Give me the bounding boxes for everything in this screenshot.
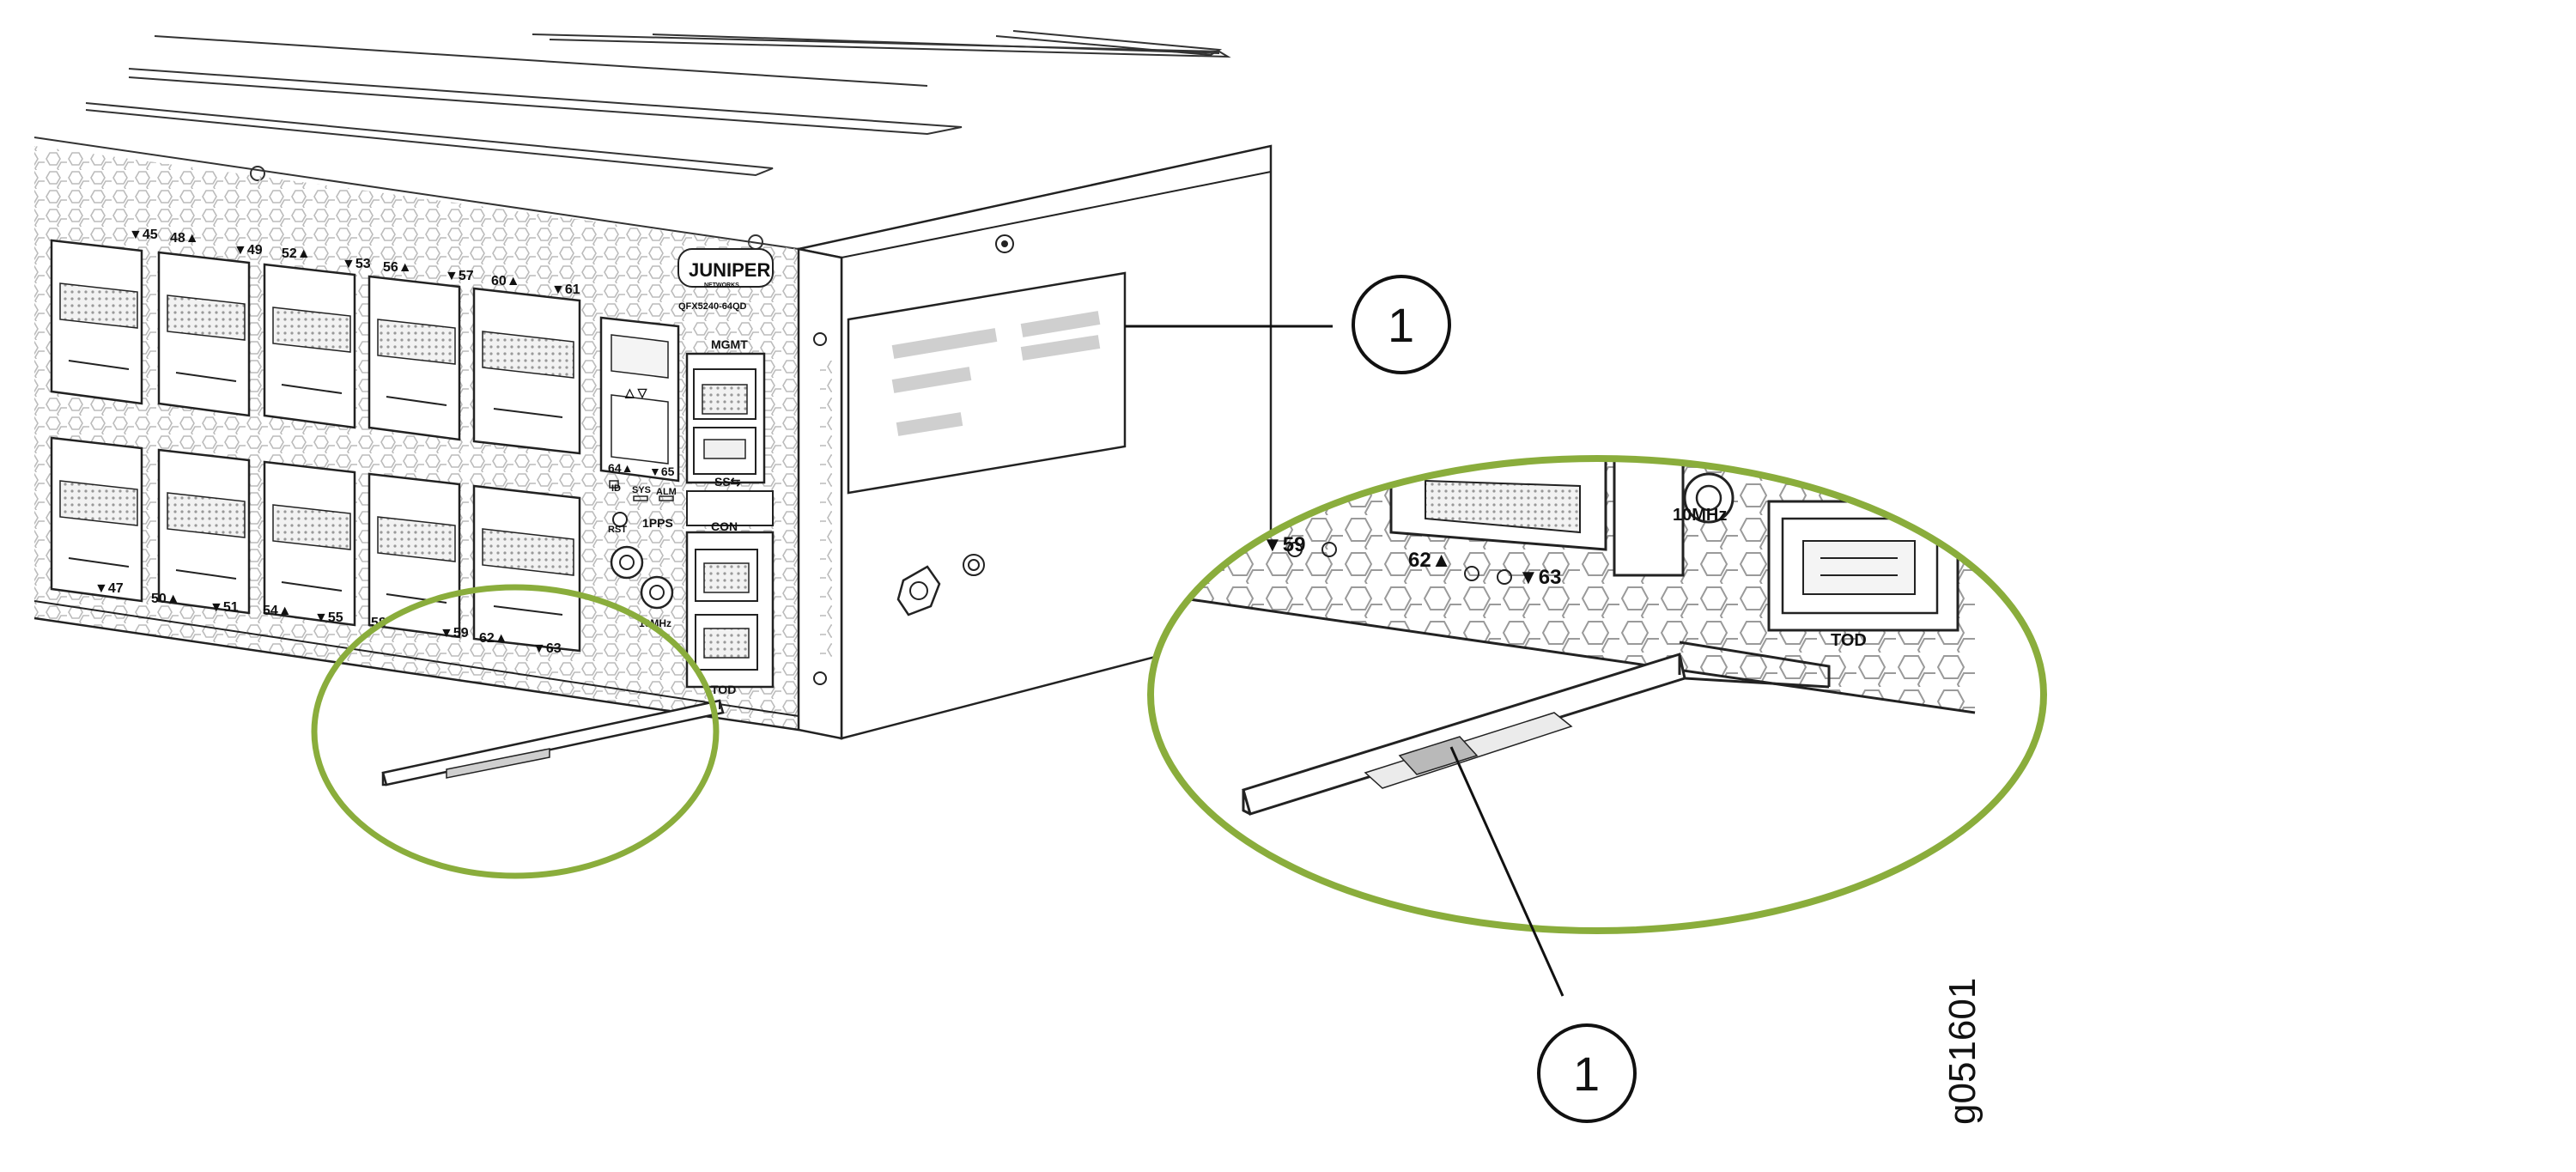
port-label: 50▲ (151, 592, 180, 606)
port-label: ▼45 (129, 228, 158, 242)
brand-logo: JUNIPER (689, 259, 770, 281)
mgmt-label: MGMT (711, 337, 748, 351)
port-label: ▼55 (314, 610, 343, 625)
port-64-label: 64▲ (608, 461, 633, 475)
port-63-label: ▼63 (1518, 566, 1561, 589)
pps-label: 1PPS (642, 516, 673, 530)
top-port-labels: ▼45 48▲ ▼49 52▲ ▼53 56▲ ▼57 60▲ ▼61 (129, 228, 580, 297)
zoom-detail (1151, 458, 2044, 931)
callout-number: 1 (1573, 1047, 1600, 1101)
port-65-label: ▼65 (649, 465, 675, 478)
port-label: ▼61 (551, 282, 580, 297)
model-label: QFX5240-64QD (678, 301, 747, 312)
figure-id: g051601 (1941, 978, 1984, 1125)
tod-detail-label: TOD (1831, 631, 1867, 650)
callout-number: 1 (1388, 298, 1414, 352)
callout-1-bottom: 1 (1449, 746, 1637, 1123)
port-label: ▼59 (440, 626, 469, 641)
gps-card (381, 699, 725, 786)
port-label: ▼63 (532, 641, 562, 656)
timing-connectors (609, 480, 674, 610)
10mhz-detail-label: 10MHz (1673, 506, 1727, 525)
port-62-label: 62▲ (1408, 549, 1451, 572)
usb-label: SS⇆ (714, 475, 741, 489)
bottom-port-labels: ▼47 50▲ ▼51 54▲ ▼55 58 ▼59 62▲ ▼63 (94, 581, 562, 656)
port-label: ▼57 (445, 269, 474, 283)
port-cages (50, 239, 581, 653)
port-label: ▼53 (342, 257, 371, 271)
port-label: 56▲ (383, 260, 412, 275)
logo-plate: JUNIPER NETWORKS QFX5240-64QD (677, 248, 774, 312)
highlight-ring-large (1147, 455, 2047, 934)
port-label: ▼47 (94, 581, 124, 596)
id-label: ID (611, 483, 621, 494)
port-label: 54▲ (263, 604, 292, 618)
rst-label: RST (608, 525, 627, 535)
sys-label: SYS (632, 485, 651, 495)
con-label: CON (711, 519, 738, 533)
sfp-cage: △ ▽ (599, 316, 680, 483)
port-label: 60▲ (491, 274, 520, 288)
port-label: 62▲ (479, 631, 508, 646)
alm-label: ALM (656, 487, 677, 497)
highlight-ring-small (311, 584, 720, 879)
port-label: ▼51 (210, 600, 239, 615)
brand-sub: NETWORKS (704, 282, 739, 288)
panel-labels: 64▲ ▼65 MGMT SS⇆ ID SYS ALM RST 1PPS CON… (608, 337, 748, 696)
ground-lug (896, 554, 985, 616)
mgmt-ports (685, 352, 775, 689)
port-label: 48▲ (170, 231, 199, 246)
tod-label: TOD (711, 683, 736, 696)
callout-1-top: 1 (1125, 275, 1451, 374)
svg-text:△ ▽: △ ▽ (624, 386, 648, 399)
port-label: 52▲ (282, 246, 311, 261)
port-label: ▼49 (234, 243, 263, 258)
